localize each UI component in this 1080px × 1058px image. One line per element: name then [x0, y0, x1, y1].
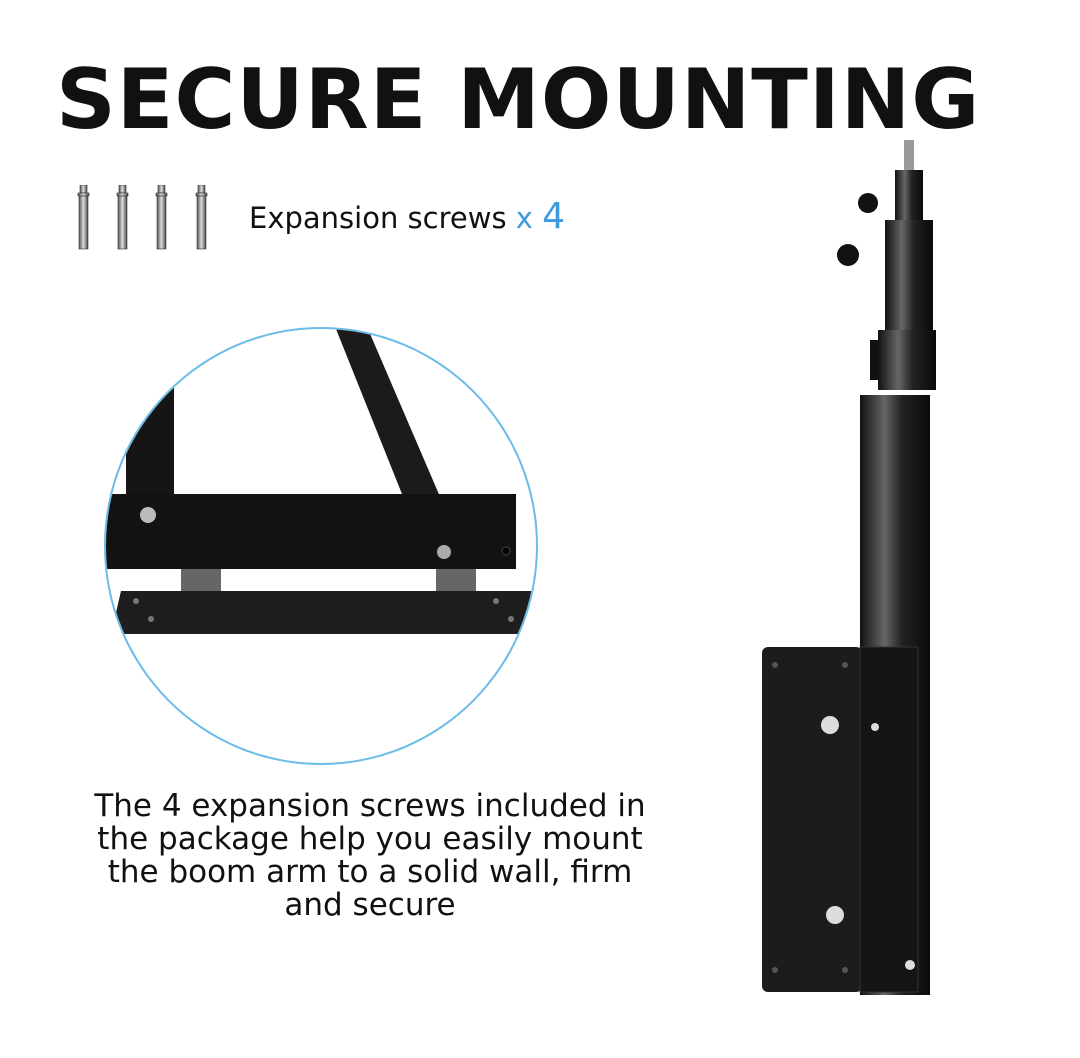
caption-line: the package help you easily mount	[97, 821, 643, 857]
caption-line: The 4 expansion screws included in	[94, 788, 646, 824]
page-title: SECURE MOUNTING	[56, 51, 981, 148]
description-text: The 4 expansion screws included in the p…	[70, 790, 670, 922]
accessory-label: Expansion screws x 4	[249, 196, 565, 237]
accessory-count: 4	[542, 196, 566, 237]
mount-bracket-image	[106, 329, 536, 634]
caption-line: and secure	[284, 887, 456, 923]
caption-line: the boom arm to a solid wall, firm	[107, 854, 633, 890]
mount-detail-closeup	[104, 327, 538, 765]
light-stand-wall-mount-image	[762, 140, 936, 995]
accessory-name: Expansion screws	[249, 201, 507, 235]
expansion-screws-icon	[77, 185, 208, 250]
accessory-multiplier: x	[515, 201, 533, 235]
